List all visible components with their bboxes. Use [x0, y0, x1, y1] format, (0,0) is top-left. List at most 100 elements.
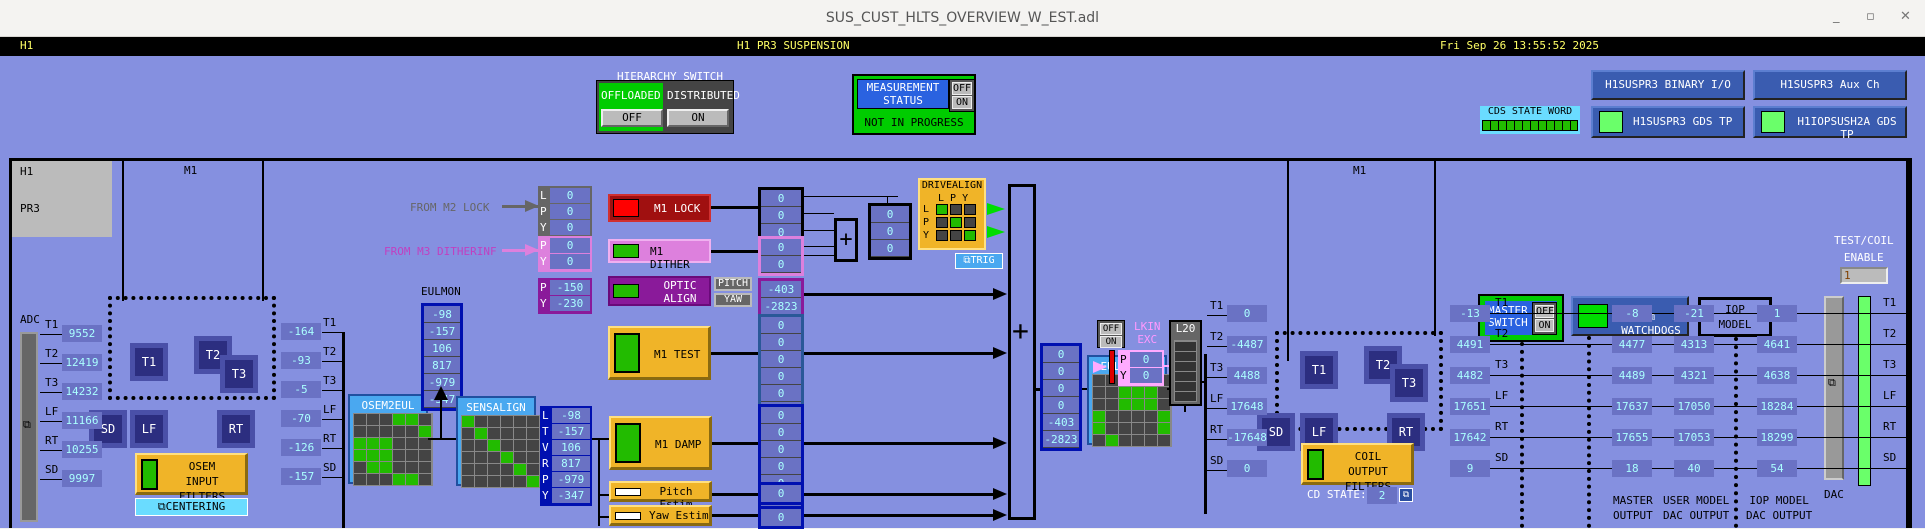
pre-master-value: -13	[1450, 305, 1490, 322]
matrix-cell	[462, 452, 474, 463]
hierarchy-switch: OFFLOADED DISTRIBUTED OFF ON	[596, 80, 740, 134]
bus-line	[342, 332, 345, 528]
pitch-estim-button[interactable]: Pitch Estim	[609, 481, 712, 511]
master-switch-toggle[interactable]: OFF ON	[1532, 302, 1557, 335]
hierarchy-on-button[interactable]: ON	[667, 109, 729, 127]
coil-t1[interactable]: T1	[130, 343, 168, 381]
cd-state-related-display-icon[interactable]: ⧉	[1399, 488, 1413, 502]
matrix-cell	[393, 438, 405, 449]
master-output-value: 4477	[1612, 336, 1652, 353]
trig-button[interactable]: ⧉TRIG	[955, 253, 1003, 269]
dof-label: L	[542, 409, 549, 422]
signal-line	[322, 419, 342, 420]
matrix-cell	[462, 464, 474, 475]
coil-lf[interactable]: LF	[130, 410, 168, 448]
matrix-cell	[501, 416, 513, 427]
iop-gds-tp-button[interactable]: H1IOPSUSH2A GDS TP	[1753, 106, 1907, 141]
dotted-divider	[1520, 342, 1524, 528]
close-button[interactable]: ✕	[1900, 9, 1911, 24]
dotted-divider	[1587, 336, 1591, 528]
m1-test-button[interactable]: M1 TEST	[608, 326, 711, 380]
signal-line	[804, 255, 834, 256]
coil-t3[interactable]: T3	[1390, 364, 1428, 402]
centering-button[interactable]: ⧉CENTERING	[135, 498, 248, 516]
signal-line	[440, 396, 442, 438]
lkin-on-button[interactable]: ON	[1100, 336, 1122, 348]
matrix-cell	[475, 428, 487, 439]
signal-line	[1207, 377, 1227, 378]
filter-status-meter	[615, 512, 641, 520]
pre-master-value: 9	[1450, 460, 1490, 477]
m1-damp-button[interactable]: M1 DAMP	[609, 416, 712, 470]
measurement-on-button[interactable]: ON	[952, 96, 972, 109]
test-coil-enable-input[interactable]: 1	[1840, 267, 1888, 284]
adc-bar[interactable]: ⧉	[20, 332, 38, 522]
yaw-button[interactable]: YAW	[714, 293, 752, 307]
signal-line	[1164, 365, 1170, 367]
matrix-cell	[514, 476, 526, 487]
filter-status-meter	[615, 488, 641, 496]
matrix-cell	[419, 450, 431, 461]
lkin-exc-toggle[interactable]: OFF ON	[1097, 320, 1125, 348]
cds-state-bits	[1482, 120, 1578, 131]
value-readback: 0	[761, 385, 801, 402]
measurement-off-button[interactable]: OFF	[952, 82, 972, 95]
l20-label: L20	[1175, 322, 1196, 335]
matrix-cell	[380, 438, 392, 449]
matrix-cell	[1093, 411, 1105, 422]
coil-rt[interactable]: RT	[217, 410, 255, 448]
matrix-cell	[419, 462, 431, 473]
dac-bar[interactable]: ⧉	[1824, 296, 1844, 480]
master-off-button[interactable]: OFF	[1535, 305, 1555, 318]
value-readback: -2823	[761, 298, 801, 315]
binary-io-button[interactable]: H1SUSPR3 BINARY I/O	[1591, 70, 1745, 100]
matrix-cell	[1119, 387, 1131, 398]
window-titlebar: SUS_CUST_HLTS_OVERVIEW_W_EST.adl _ ▫ ✕	[0, 0, 1925, 37]
arrow-up-icon	[434, 386, 448, 400]
lkin-off-button[interactable]: OFF	[1100, 323, 1122, 335]
signal-line	[40, 392, 62, 393]
value-readback: 106	[552, 440, 590, 455]
minimize-button[interactable]: _	[1833, 9, 1840, 24]
matrix-cell	[380, 450, 392, 461]
matrix-cell	[419, 474, 431, 485]
aux-ch-button[interactable]: H1SUSPR3 Aux Ch	[1753, 70, 1907, 100]
coil-t3[interactable]: T3	[220, 355, 258, 393]
yaw-estim-button[interactable]: Yaw Estim	[609, 505, 712, 526]
hierarchy-off-button[interactable]: OFF	[601, 109, 663, 127]
measurement-toggle[interactable]: OFF ON	[949, 79, 975, 112]
gds-tp-button[interactable]: H1SUSPR3 GDS TP	[1591, 106, 1745, 138]
m1-dither-button[interactable]: M1 DITHER	[608, 239, 711, 271]
site-label: H1	[20, 39, 34, 52]
maximize-button[interactable]: ▫	[1866, 9, 1875, 24]
l20-matrix[interactable]: L20	[1169, 320, 1202, 406]
signal-line	[322, 332, 342, 333]
matrix-cell	[462, 416, 474, 427]
matrix-cell	[1132, 435, 1144, 446]
matrix-cell	[1106, 411, 1118, 422]
matrix-cell	[527, 428, 539, 439]
osem2eul-matrix[interactable]: OSEM2EUL	[348, 394, 433, 486]
coil-group-outline	[1275, 331, 1443, 431]
matrix-cell	[1106, 399, 1118, 410]
master-on-button[interactable]: ON	[1535, 319, 1554, 332]
watchdogs-button[interactable]: ⧉ WATCHDOGS	[1571, 296, 1689, 337]
matrix-cell	[367, 438, 379, 449]
signal-line	[598, 516, 610, 518]
m1-lock-button[interactable]: M1 LOCK	[608, 194, 711, 222]
matrix-cell	[1106, 387, 1118, 398]
sensalign-matrix[interactable]: SENSALIGN	[456, 396, 541, 488]
dof-label: P	[540, 205, 547, 218]
matrix-cell	[367, 450, 379, 461]
from-m2-lock-label: FROM M2 LOCK	[410, 201, 490, 214]
channel-label: T2	[45, 347, 59, 360]
pitch-button[interactable]: PITCH	[714, 277, 752, 291]
coil-t1[interactable]: T1	[1300, 351, 1338, 389]
